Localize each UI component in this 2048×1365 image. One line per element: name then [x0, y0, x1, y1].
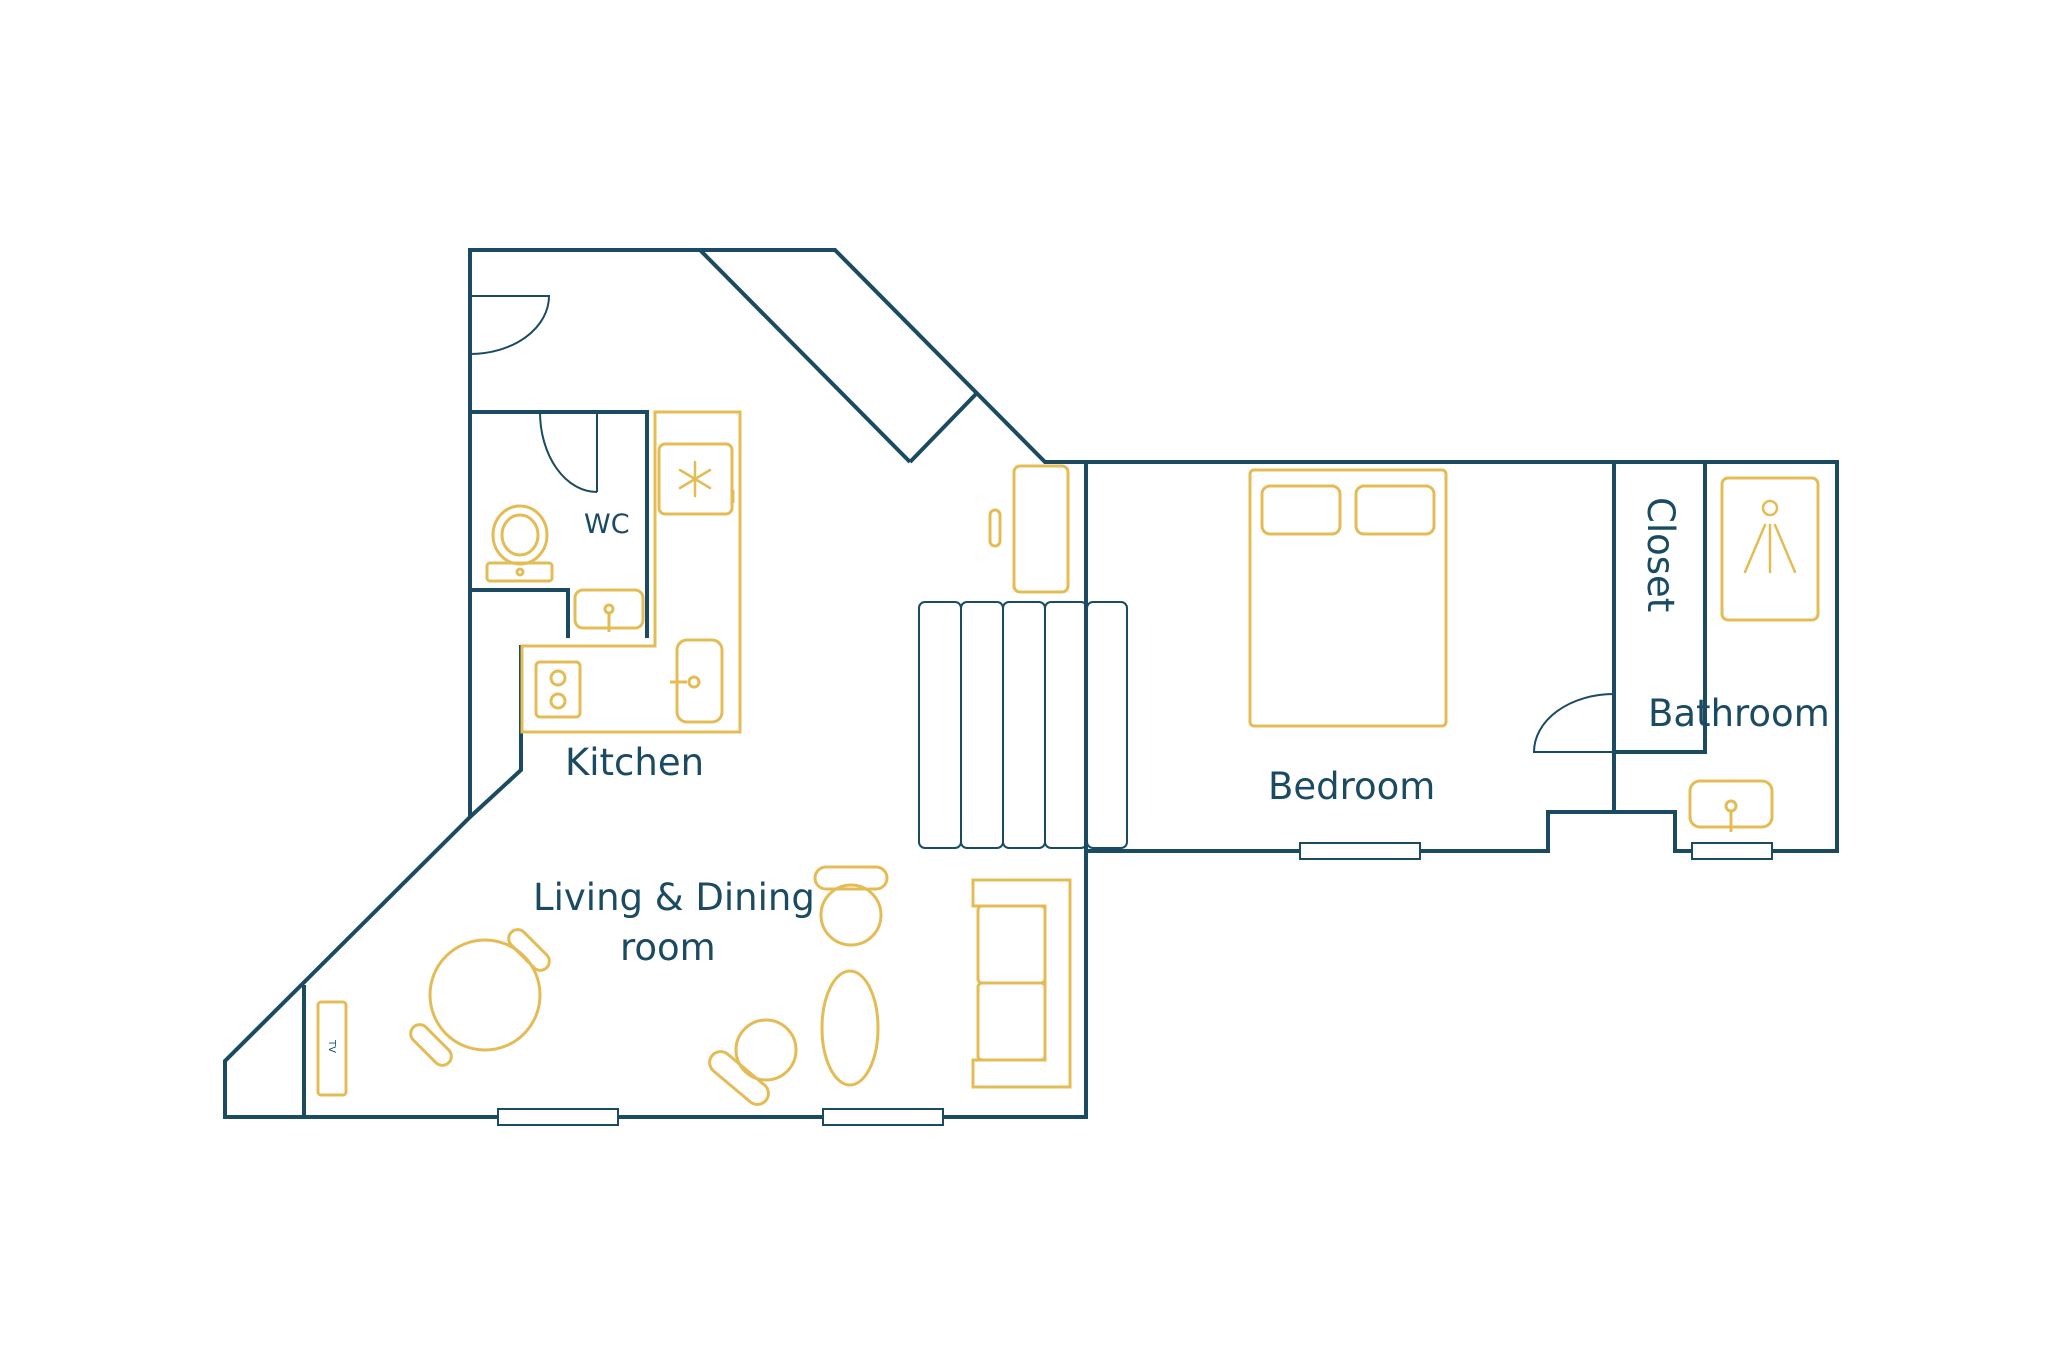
bathroom-sink	[1688, 779, 1774, 832]
kitchen-sink	[670, 638, 724, 724]
tv-unit	[316, 1000, 348, 1097]
snowflake-icon	[678, 460, 712, 498]
armchair	[708, 1018, 798, 1106]
living-window-right	[822, 1108, 944, 1126]
windows	[497, 842, 1773, 1126]
fridge	[657, 442, 734, 516]
closet-label: Closet	[1639, 497, 1682, 612]
stair-step	[1086, 601, 1128, 849]
corridor-wall	[698, 248, 912, 464]
stair-step	[960, 601, 1004, 849]
wc-door	[538, 411, 598, 493]
living-label-line2: room	[620, 926, 716, 969]
coffee-table	[820, 969, 880, 1087]
stove	[534, 660, 582, 719]
bedroom-window	[1299, 842, 1421, 860]
bedroom-label: Bedroom	[1268, 765, 1435, 808]
wardrobe	[1012, 464, 1070, 594]
wc-sink	[573, 588, 645, 632]
toilet	[485, 504, 554, 583]
stair-step	[1044, 601, 1088, 849]
dining-chair	[409, 1023, 453, 1067]
kitchen-side-wall	[468, 645, 523, 819]
wc-bottom-wall	[470, 588, 570, 638]
tv-label: TV	[326, 1039, 337, 1053]
living-window-left	[497, 1108, 619, 1126]
bathroom-window	[1691, 842, 1773, 860]
entry-door	[469, 295, 551, 355]
main-apartment-outline	[223, 248, 1088, 1119]
bedroom-wing-outline	[1086, 460, 1839, 853]
wc-label: WC	[584, 509, 630, 540]
shower-icon	[1743, 499, 1797, 574]
armchair	[813, 865, 889, 947]
stair-step	[1002, 601, 1046, 849]
double-bed	[1248, 468, 1448, 728]
shower	[1720, 476, 1820, 622]
wardrobe-handle	[988, 508, 1002, 548]
sofa	[971, 878, 1072, 1089]
kitchen-label: Kitchen	[565, 741, 704, 784]
room-labels: WC Kitchen Living & Dining room Bedroom …	[326, 497, 1830, 1053]
dining-chair	[507, 928, 551, 972]
living-label-line1: Living & Dining	[533, 876, 815, 919]
furniture	[316, 410, 1820, 1106]
bathroom-label: Bathroom	[1648, 692, 1830, 735]
bathroom-door	[1532, 693, 1615, 753]
walls	[223, 248, 1839, 1119]
staircase	[918, 601, 1128, 849]
stair-step	[918, 601, 962, 849]
wc-wall	[470, 410, 649, 638]
corridor-cut-wall	[908, 392, 978, 464]
doors	[469, 295, 1615, 753]
dining-table	[428, 938, 542, 1052]
kitchen-counter	[520, 410, 742, 734]
